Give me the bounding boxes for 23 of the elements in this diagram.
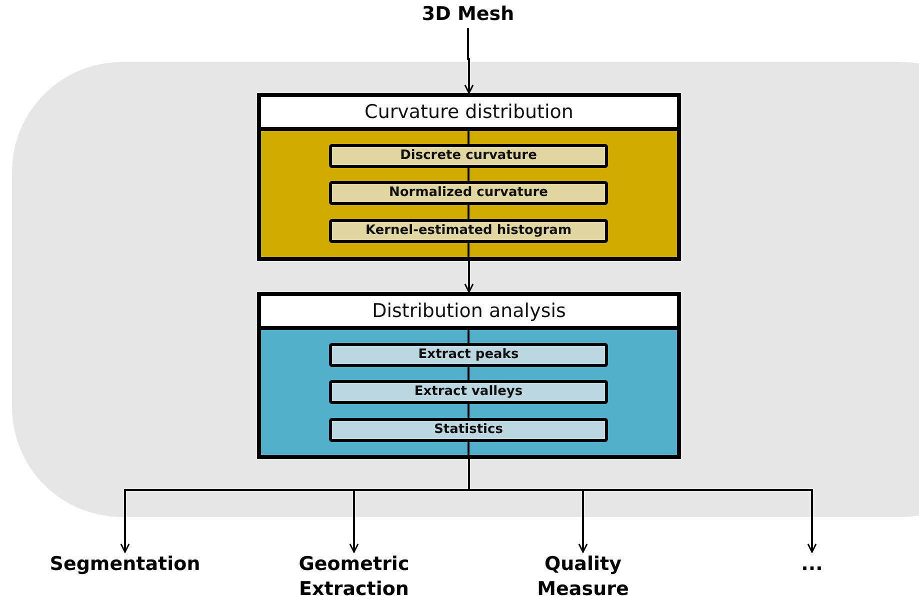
panel-header: Curvature distribution <box>261 97 677 131</box>
panel-header: Distribution analysis <box>261 296 677 330</box>
step-box: Normalized curvature <box>329 181 608 205</box>
stage-panel <box>257 292 681 459</box>
connector-line <box>468 442 470 455</box>
stage-panel <box>257 93 681 261</box>
connector-line <box>468 367 470 380</box>
connector-line <box>468 205 470 219</box>
step-box: Discrete curvature <box>329 144 608 168</box>
arrow <box>464 28 474 94</box>
arrow <box>464 261 474 293</box>
step-box: Statistics <box>329 418 608 442</box>
step-box: Kernel-estimated histogram <box>329 219 608 243</box>
input-label: 3D Mesh <box>368 2 568 28</box>
connector-line <box>468 243 470 257</box>
output-label: Segmentation <box>30 552 220 578</box>
connector-line <box>468 168 470 181</box>
output-label: ... <box>782 552 842 578</box>
step-box: Extract peaks <box>329 343 608 367</box>
connector-line <box>468 404 470 418</box>
output-label: Quality Measure <box>513 552 653 603</box>
step-box: Extract valleys <box>329 380 608 404</box>
output-label: Geometric Extraction <box>274 552 434 603</box>
